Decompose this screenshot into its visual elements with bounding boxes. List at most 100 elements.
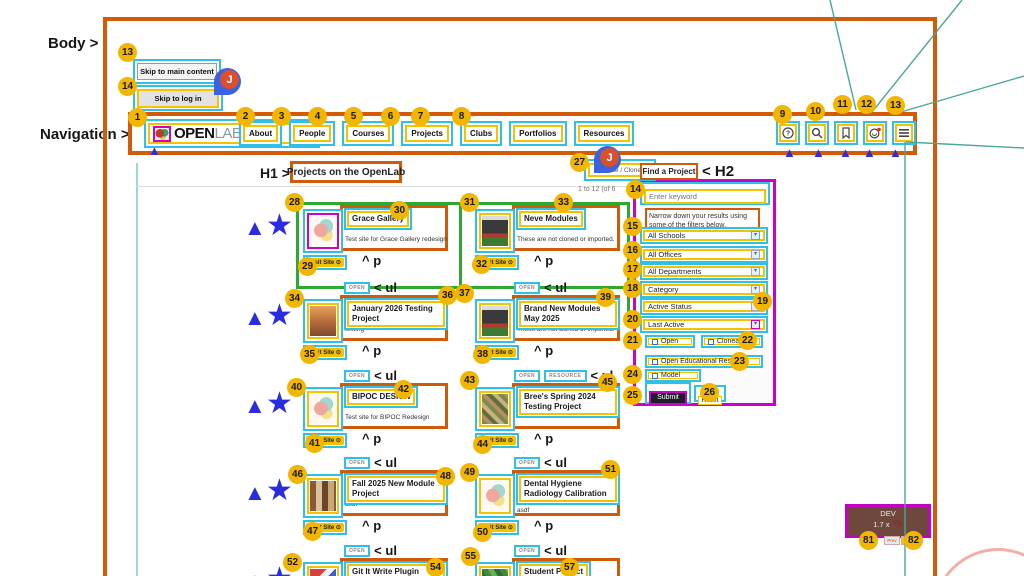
project-avatar[interactable] <box>303 209 343 253</box>
chevron-down-icon[interactable]: ▾ <box>751 231 760 240</box>
checkbox-model[interactable]: Model <box>645 369 701 382</box>
som-marker-28: 28 <box>285 193 304 212</box>
project-title-box[interactable]: Student Project <box>516 561 592 576</box>
focus-triangle: ▲ <box>812 145 825 160</box>
narrow-text: Narrow down your results using some of t… <box>649 212 748 229</box>
project-avatar[interactable] <box>303 299 343 343</box>
row-star-decoration: ★ <box>266 474 293 507</box>
ul-annotation-line-top <box>462 202 630 205</box>
submit-button[interactable]: Submit <box>649 390 687 405</box>
dropdown-label: All Offices <box>648 250 682 259</box>
chevron-down-icon[interactable]: ▾ <box>751 250 760 259</box>
menu-icon <box>895 124 913 142</box>
p-annotation-label: ^ p <box>534 343 554 358</box>
page-title: Projects on the OpenLab <box>286 166 406 178</box>
open-badge: OPEN <box>344 369 371 382</box>
dropdown-label: Last Active <box>648 320 685 329</box>
som-marker-16: 16 <box>623 241 642 260</box>
som-marker-13: 13 <box>118 43 137 62</box>
som-marker-10: 10 <box>806 102 825 121</box>
checkbox-open[interactable]: Open <box>645 335 695 348</box>
som-marker-44: 44 <box>473 435 492 454</box>
project-avatar[interactable] <box>475 299 515 343</box>
filter-dropdown-all-schools[interactable]: All Schools▾ <box>640 227 768 244</box>
checkbox-square <box>652 372 658 379</box>
chevron-down-icon[interactable]: ▾ <box>751 320 760 329</box>
skip-to-login-button[interactable]: Skip to log in <box>137 89 219 108</box>
visit-site-label: Visit Site ⊙ <box>306 436 344 445</box>
bookmark-icon <box>837 124 855 142</box>
project-title-box[interactable]: January 2026 Testing Project <box>344 298 448 330</box>
nav-item-projects[interactable]: Projects <box>401 121 453 146</box>
menu-icon-wrap[interactable] <box>892 121 916 145</box>
keyword-input[interactable] <box>644 189 766 204</box>
som-marker-40: 40 <box>287 378 306 397</box>
submit-wrap: Submit <box>645 382 691 405</box>
pastel-avatar-image <box>310 216 336 246</box>
nav-item-clubs[interactable]: Clubs <box>459 121 503 146</box>
ul-annotation-label: < ul <box>544 543 567 558</box>
filter-dropdown-all-departments[interactable]: All Departments ▾ <box>640 263 768 280</box>
som-marker-30: 30 <box>390 201 409 220</box>
sunset-building-image <box>310 306 336 336</box>
project-avatar[interactable] <box>303 387 343 431</box>
som-marker-48: 48 <box>436 467 455 486</box>
visit-site-label: Visit Site ⊙ <box>478 258 516 267</box>
help-icon-wrap[interactable]: ? <box>776 121 800 145</box>
project-avatar-border <box>479 478 511 514</box>
nav-item-portfolios[interactable]: Portfolios <box>509 121 567 146</box>
filter-dropdown-category[interactable]: Category▾ <box>640 281 768 298</box>
som-marker-12: 12 <box>857 95 876 114</box>
skip-to-main-button[interactable]: Skip to main content <box>137 63 217 80</box>
p-annotation-label: ^ p <box>534 253 554 268</box>
visit-site-label: Visit Site ⊙ <box>478 523 516 532</box>
project-avatar[interactable] <box>475 474 515 518</box>
dev-widget-title: DEV <box>880 509 896 518</box>
focus-triangle: ▲ <box>148 143 161 158</box>
help-icon: ? <box>779 124 797 142</box>
project-title-box[interactable]: Fall 2025 New Module Project <box>344 473 448 505</box>
visit-site-label: Visit Site ⊙ <box>478 436 516 445</box>
project-avatar[interactable] <box>475 209 515 253</box>
som-marker-82: 82 <box>904 531 923 550</box>
project-title-box[interactable]: Git It Write Plugin Testing <box>344 561 448 576</box>
bookmark-icon-wrap[interactable] <box>834 121 858 145</box>
project-avatar[interactable] <box>475 387 515 431</box>
project-avatar-border <box>307 478 339 514</box>
som-marker-39: 39 <box>596 288 615 307</box>
search-icon-wrap[interactable] <box>805 121 829 145</box>
project-title-box[interactable]: Neve Modules <box>516 208 586 230</box>
som-marker-5: 5 <box>344 107 363 126</box>
checkbox-row: Open <box>648 338 692 345</box>
dropdown-label: All Departments <box>648 267 702 276</box>
notifications-icon-wrap[interactable] <box>863 121 887 145</box>
som-marker-52: 52 <box>283 553 302 572</box>
som-marker-14: 14 <box>626 180 645 199</box>
filter-dropdown-last-active[interactable]: Last Active ▾ <box>640 316 768 333</box>
som-marker-19: 19 <box>753 292 772 311</box>
badge-row-left: OPEN< ul <box>344 368 397 383</box>
project-avatar[interactable] <box>303 562 343 576</box>
mosaic-image <box>482 394 508 424</box>
open-badge: OPEN <box>514 544 541 557</box>
filter-dropdown-active-status[interactable]: Active Status▾ <box>640 298 768 315</box>
som-marker-14: 14 <box>118 77 137 96</box>
chevron-down-icon[interactable]: ▾ <box>751 267 760 276</box>
window-flowers-image <box>482 216 508 246</box>
som-marker-47: 47 <box>303 522 322 541</box>
som-marker-41: 41 <box>305 434 324 453</box>
focus-triangle: ▲ <box>783 145 796 160</box>
skip-main-wrap: Skip to main content <box>133 59 221 84</box>
project-title-box[interactable]: Dental Hygiene Radiology Calibration <box>516 473 620 505</box>
dev-prev-button[interactable]: Prev <box>884 536 900 545</box>
project-avatar[interactable] <box>475 562 515 576</box>
dropdown-value: Last Active ▾ <box>643 319 765 330</box>
som-marker-3: 3 <box>272 107 291 126</box>
project-title-box[interactable]: Bree's Spring 2024 Testing Project <box>516 386 620 418</box>
nav-item-resources[interactable]: Resources <box>573 121 635 146</box>
filter-dropdown-all-offices[interactable]: All Offices ▾ <box>640 246 768 263</box>
project-title: Neve Modules <box>519 211 583 227</box>
project-avatar[interactable] <box>303 474 343 518</box>
badge-row-left: OPEN< ul <box>344 455 397 470</box>
ul-annotation-label: < ul <box>374 368 397 383</box>
